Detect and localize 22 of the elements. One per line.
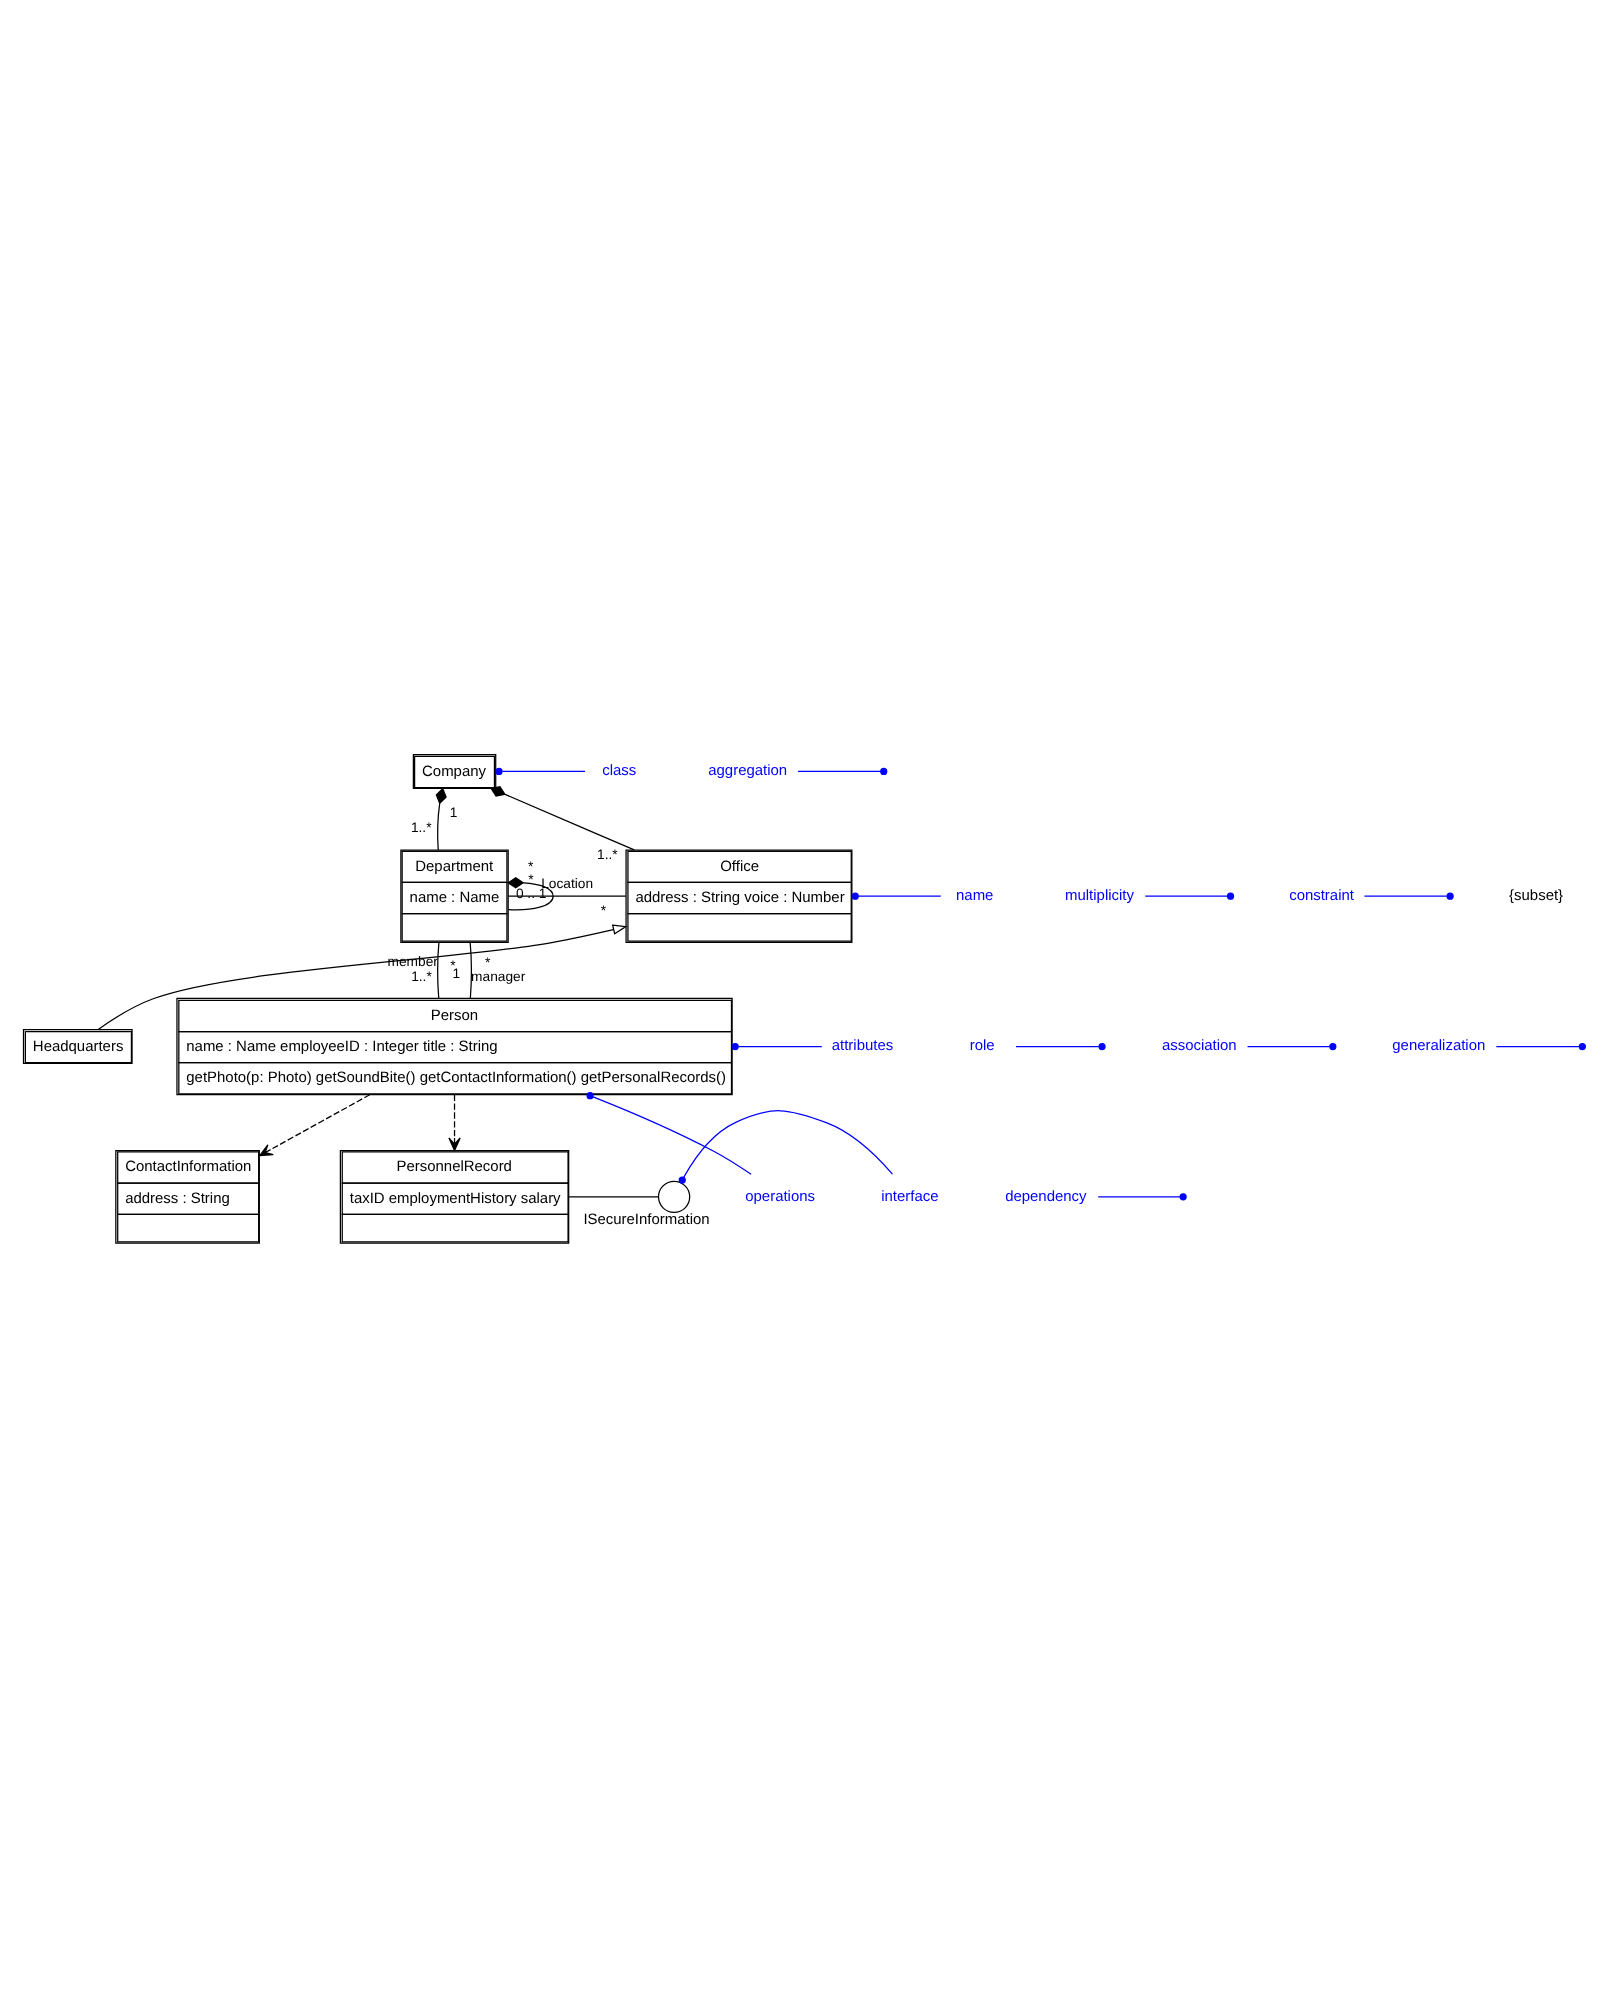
node-circle: [657, 1180, 691, 1214]
connector: [1363, 895, 1448, 897]
connector: [1015, 1045, 1100, 1048]
connector: [495, 767, 586, 776]
connector: [1495, 1045, 1580, 1048]
connector: [851, 892, 942, 900]
arrow: [448, 1094, 461, 1151]
connector: [731, 1042, 823, 1051]
connector: [1097, 1196, 1181, 1198]
connector: [435, 787, 447, 851]
connector: [1246, 1045, 1331, 1048]
connector: [490, 786, 635, 851]
connector: [437, 942, 440, 999]
connector: [507, 895, 627, 897]
connector: [678, 1110, 894, 1184]
connector: [568, 1196, 660, 1198]
connector: [469, 942, 472, 999]
arrow: [97, 924, 628, 1031]
connector: [797, 770, 882, 773]
arrow: [259, 1094, 371, 1157]
connector: [1144, 895, 1228, 897]
connector: [586, 1092, 752, 1175]
